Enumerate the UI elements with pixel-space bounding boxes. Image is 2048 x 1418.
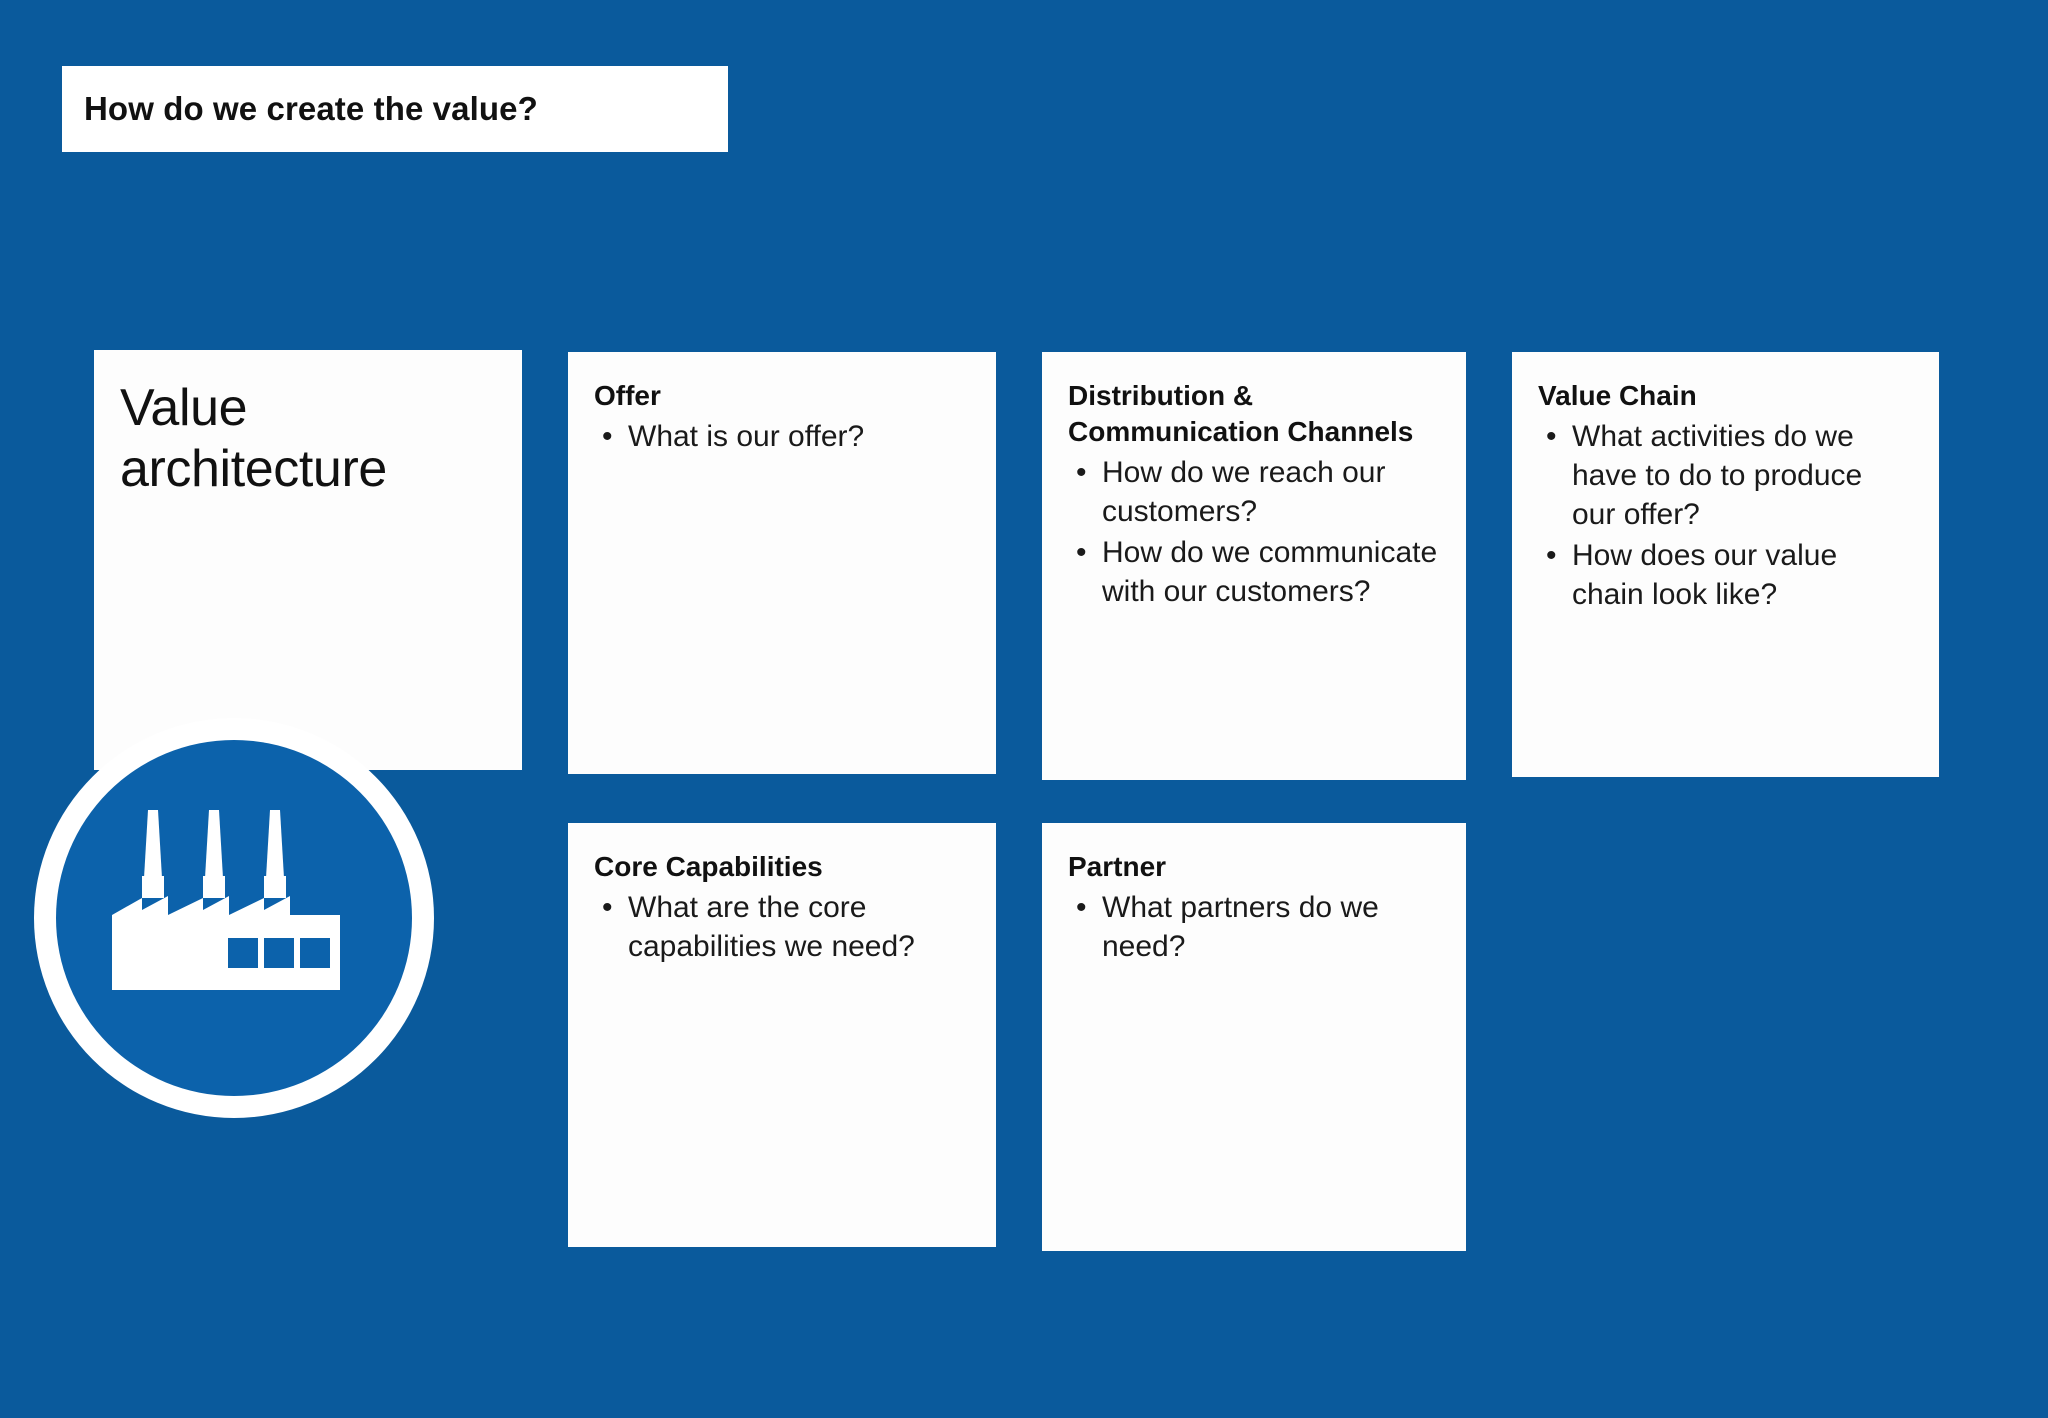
card-distribution-channels[interactable]: Distribution & Communication Channels • H… xyxy=(1042,352,1466,780)
list-item: • What are the core capabilities we need? xyxy=(594,888,970,966)
factory-icon-badge xyxy=(34,718,434,1118)
list-item-text: What is our offer? xyxy=(628,419,865,453)
card-value-chain-title: Value Chain xyxy=(1538,380,1697,411)
card-distribution-bullets: • How do we reach our customers? • How do … xyxy=(1068,453,1440,611)
factory-icon xyxy=(112,810,340,990)
list-item-text: What activities do we have to do to prod… xyxy=(1572,419,1863,531)
card-core-capabilities-body: Core Capabilities • What are the core cap… xyxy=(568,823,996,978)
list-item: • How do we communicate with our customer… xyxy=(1068,533,1440,611)
card-core-capabilities-bullets: • What are the core capabilities we need? xyxy=(594,888,970,966)
card-partner-body: Partner • What partners do we need? xyxy=(1042,823,1466,978)
bullet-glyph: • xyxy=(602,419,613,453)
card-distribution-body: Distribution & Communication Channels • H… xyxy=(1042,352,1466,623)
card-distribution-title: Distribution & Communication Channels xyxy=(1068,380,1414,447)
card-offer-body: Offer • What is our offer? xyxy=(568,352,996,468)
bullet-glyph: • xyxy=(602,890,613,924)
bullet-glyph: • xyxy=(1546,419,1557,453)
card-core-capabilities-title: Core Capabilities xyxy=(594,851,823,882)
card-offer-bullets: • What is our offer? xyxy=(594,417,970,456)
page-title: How do we create the value? xyxy=(84,90,538,127)
list-item-text: How does our value chain look like? xyxy=(1572,538,1838,611)
card-value-chain[interactable]: Value Chain • What activities do we have … xyxy=(1512,352,1939,777)
card-core-capabilities[interactable]: Core Capabilities • What are the core cap… xyxy=(568,823,996,1247)
card-value-architecture[interactable]: Value architecture xyxy=(94,350,522,770)
list-item: • What activities do we have to do to pro… xyxy=(1538,417,1913,534)
list-item: • How does our value chain look like? xyxy=(1538,536,1913,614)
list-item: • What is our offer? xyxy=(594,417,970,456)
card-partner-bullets: • What partners do we need? xyxy=(1068,888,1440,966)
bullet-glyph: • xyxy=(1076,535,1087,569)
list-item-text: What are the core capabilities we need? xyxy=(628,890,915,963)
value-architecture-label: Value architecture xyxy=(120,379,387,499)
bullet-glyph: • xyxy=(1546,538,1557,572)
list-item: • What partners do we need? xyxy=(1068,888,1440,966)
card-offer[interactable]: Offer • What is our offer? xyxy=(568,352,996,774)
list-item-text: How do we reach our customers? xyxy=(1102,455,1386,528)
bullet-glyph: • xyxy=(1076,455,1087,489)
list-item-text: How do we communicate with our customers… xyxy=(1102,535,1438,608)
bullet-glyph: • xyxy=(1076,890,1087,924)
card-value-chain-body: Value Chain • What activities do we have … xyxy=(1512,352,1939,626)
list-item: • How do we reach our customers? xyxy=(1068,453,1440,531)
slide-title-banner: How do we create the value? xyxy=(62,66,728,152)
list-item-text: What partners do we need? xyxy=(1102,890,1379,963)
card-partner-title: Partner xyxy=(1068,851,1167,882)
card-value-chain-bullets: • What activities do we have to do to pro… xyxy=(1538,417,1913,614)
card-partner[interactable]: Partner • What partners do we need? xyxy=(1042,823,1466,1251)
card-offer-title: Offer xyxy=(594,380,661,411)
